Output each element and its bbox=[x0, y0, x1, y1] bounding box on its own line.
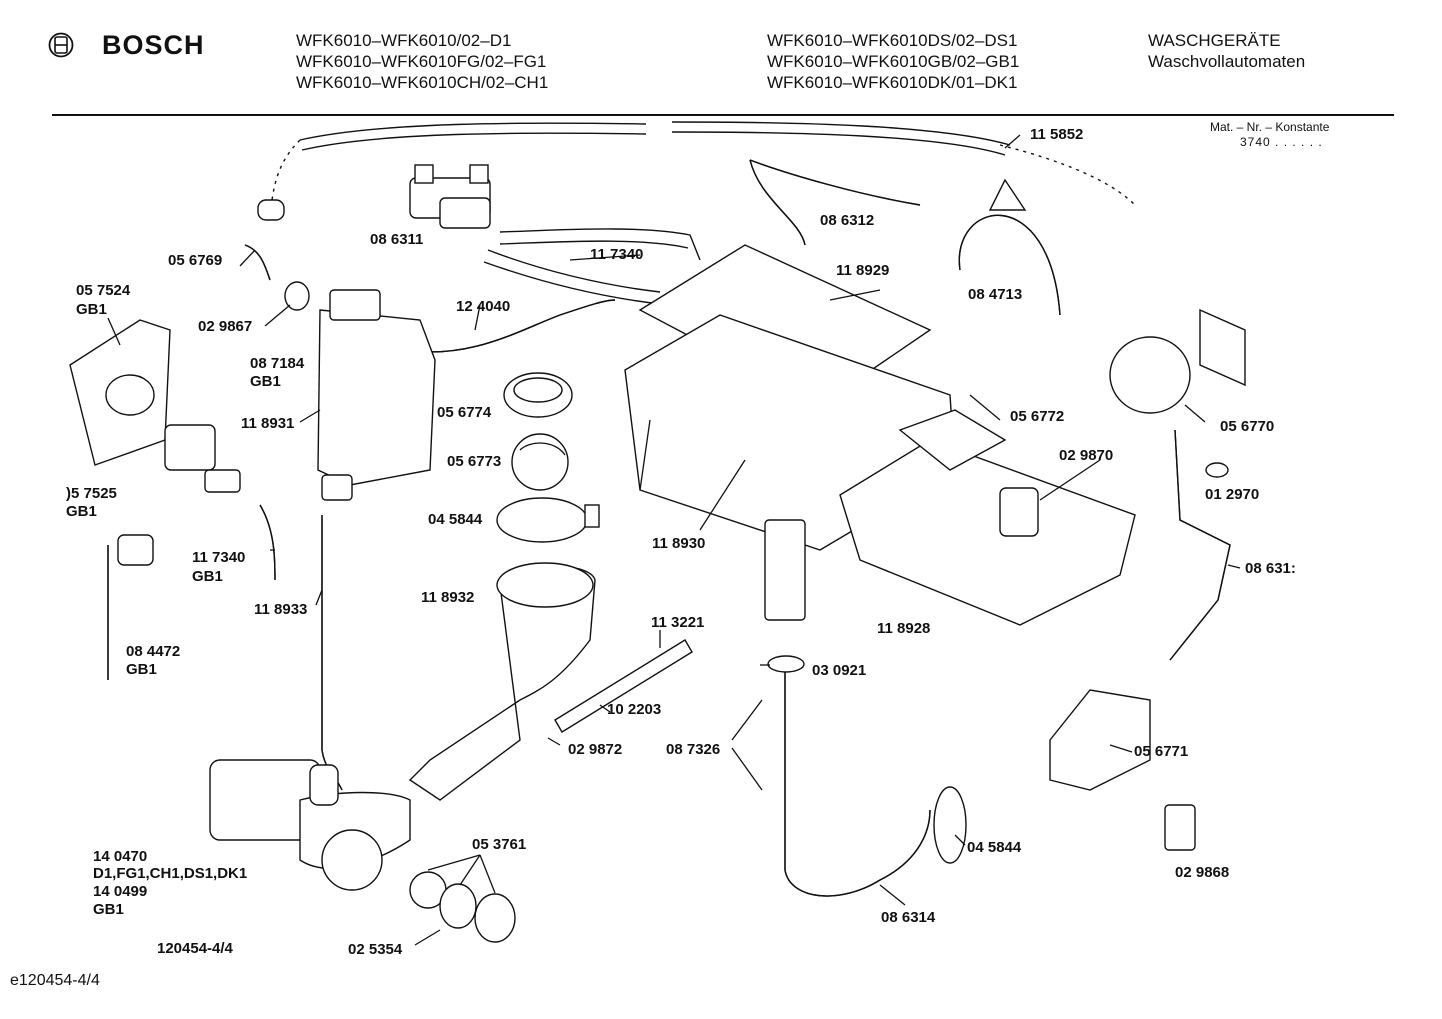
hose-115852 bbox=[257, 121, 1136, 221]
part-label-140470: 14 0470 bbox=[93, 848, 148, 865]
part-label-056769: 05 6769 bbox=[168, 252, 223, 269]
part-label-115852: 11 5852 bbox=[1030, 126, 1084, 143]
leader-lines bbox=[107, 134, 1241, 946]
valve-086311 bbox=[409, 164, 491, 229]
part-label-variant: GB1 bbox=[76, 301, 107, 318]
part-label-056771: 05 6771 bbox=[1134, 743, 1189, 760]
model-line: WFK6010–WFK6010CH/02–CH1 bbox=[296, 73, 549, 92]
part-label-057525: )5 7525 bbox=[66, 485, 117, 502]
part-label-variant: GB1 bbox=[250, 373, 281, 390]
part-label-030921: 03 0921 bbox=[812, 662, 867, 679]
material-number-value: 3740 . . . . . . bbox=[1240, 135, 1323, 149]
part-label-056773: 05 6773 bbox=[447, 453, 502, 470]
part-label-087326: 08 7326 bbox=[666, 741, 721, 758]
part-label-variant: GB1 bbox=[93, 901, 124, 918]
part-label-086313: 08 631: bbox=[1245, 560, 1296, 577]
part-label-086314: 08 6314 bbox=[881, 909, 936, 926]
dispenser-housing bbox=[624, 244, 1136, 626]
part-label-118930: 11 8930 bbox=[652, 535, 706, 552]
category-subtitle: Waschvollautomaten bbox=[1148, 52, 1306, 71]
part-label-086311: 08 6311 bbox=[370, 231, 424, 248]
part-label-056772: 05 6772 bbox=[1010, 408, 1065, 425]
part-label-053761: 05 3761 bbox=[472, 836, 527, 853]
model-list-2: WFK6010–WFK6010DS/02–DS1 WFK6010–WFK6010… bbox=[767, 30, 1019, 93]
model-line: WFK6010–WFK6010FG/02–FG1 bbox=[296, 52, 547, 71]
model-line: WFK6010–WFK6010GB/02–GB1 bbox=[767, 52, 1020, 71]
part-label-102203: 10 2203 bbox=[607, 701, 662, 718]
model-list-1: WFK6010–WFK6010/02–D1 WFK6010–WFK6010FG/… bbox=[296, 30, 548, 93]
brand-name: BOSCH bbox=[102, 30, 205, 60]
part-label-118928: 11 8928 bbox=[877, 620, 931, 637]
part-label-118929: 11 8929 bbox=[836, 262, 890, 279]
sheet-reference: 120454-4/4 bbox=[157, 940, 233, 957]
part-label-variant: GB1 bbox=[192, 568, 223, 585]
category-block: WASCHGERÄTE Waschvollautomaten bbox=[1148, 30, 1305, 72]
part-label-113221: 11 3221 bbox=[651, 614, 705, 631]
model-line: WFK6010–WFK6010DK/01–DK1 bbox=[767, 73, 1018, 92]
part-label-087184: 08 7184 bbox=[250, 355, 305, 372]
part-label-140499: 14 0499 bbox=[93, 883, 148, 900]
part-label-029870: 02 9870 bbox=[1059, 447, 1114, 464]
part-label-084472: 08 4472 bbox=[126, 643, 181, 660]
part-label-056770: 05 6770 bbox=[1220, 418, 1275, 435]
part-label-057524: 05 7524 bbox=[76, 282, 131, 299]
model-line: WFK6010–WFK6010/02–D1 bbox=[296, 31, 512, 50]
model-line: WFK6010–WFK6010DS/02–DS1 bbox=[767, 31, 1018, 50]
category-title: WASCHGERÄTE bbox=[1148, 31, 1281, 50]
part-label-029872: 02 9872 bbox=[568, 741, 623, 758]
drain-pump bbox=[209, 759, 411, 891]
part-label-084713: 08 4713 bbox=[968, 286, 1023, 303]
part-label-029867: 02 9867 bbox=[198, 318, 253, 335]
part-label-variant: GB1 bbox=[66, 503, 97, 520]
part-label-variant: GB1 bbox=[126, 661, 157, 678]
part-label-029868: 02 9868 bbox=[1175, 864, 1230, 881]
footer-reference: e120454-4/4 bbox=[10, 972, 100, 989]
header-rule bbox=[52, 114, 1394, 116]
part-label-117340: 11 7340 bbox=[192, 549, 246, 566]
part-label-variants: D1,FG1,CH1,DS1,DK1 bbox=[93, 865, 248, 882]
part-label-117340: 11 7340 bbox=[590, 246, 644, 263]
part-label-086312: 08 6312 bbox=[820, 212, 875, 229]
material-number-label: Mat. – Nr. – Konstante bbox=[1210, 120, 1330, 134]
part-label-045844: 04 5844 bbox=[428, 511, 483, 528]
part-label-056774: 05 6774 bbox=[437, 404, 492, 421]
part-label-118931: 11 8931 bbox=[241, 415, 295, 432]
part-label-025354: 02 5354 bbox=[348, 941, 403, 958]
bosch-armature-icon bbox=[48, 32, 74, 58]
part-label-045844: 04 5844 bbox=[967, 839, 1022, 856]
material-number-block: Mat. – Nr. – Konstante 3740 . . . . . . bbox=[1210, 120, 1329, 150]
part-label-118933: 11 8933 bbox=[254, 601, 308, 618]
part-label-124040: 12 4040 bbox=[456, 298, 511, 315]
part-label-012970: 01 2970 bbox=[1205, 486, 1260, 503]
part-label-118932: 11 8932 bbox=[421, 589, 475, 606]
